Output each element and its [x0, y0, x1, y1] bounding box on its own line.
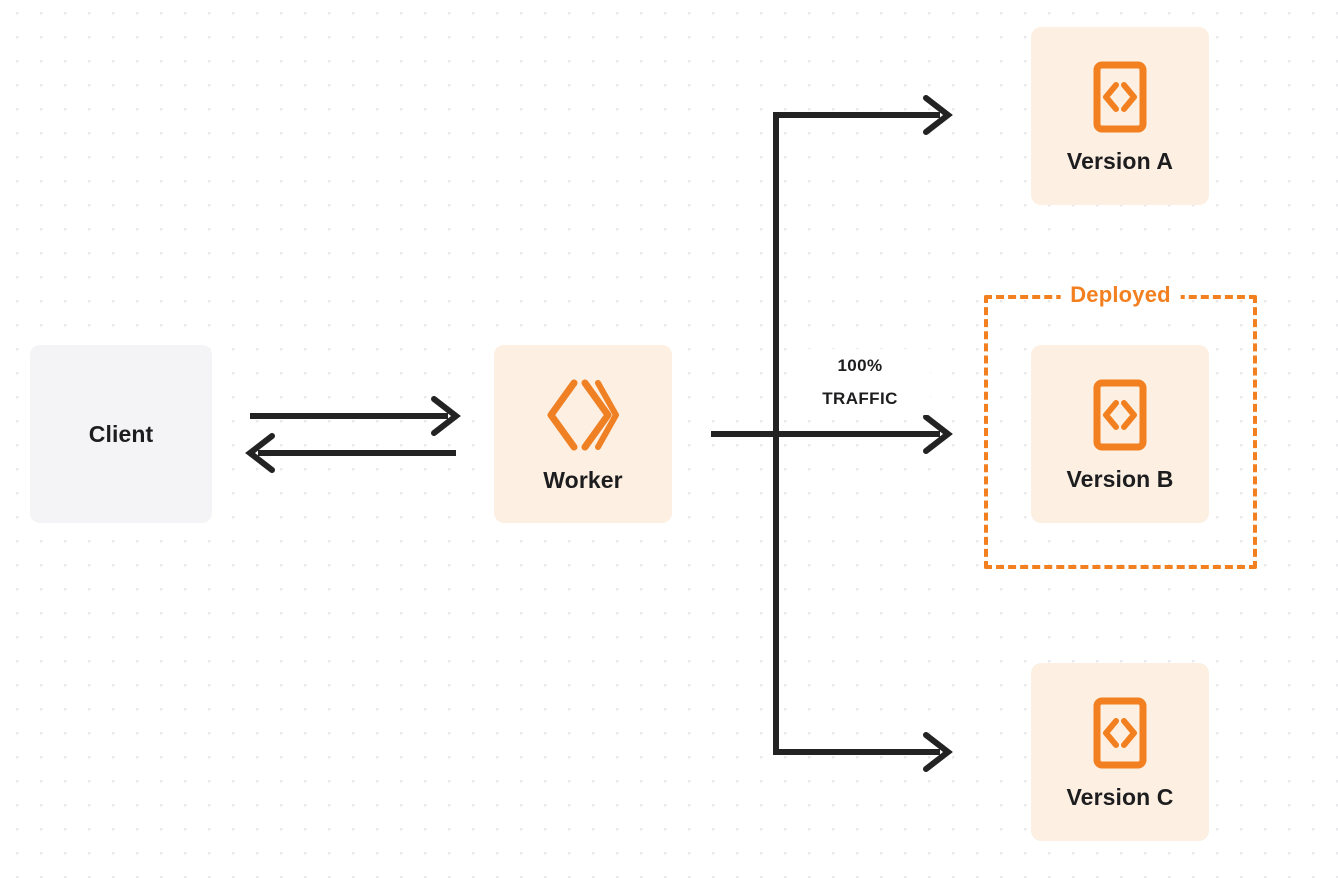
node-worker[interactable]: Worker [494, 345, 672, 523]
arrowhead-version-b [923, 414, 953, 454]
code-file-icon [1092, 378, 1148, 452]
arrowhead-version-a [923, 95, 953, 135]
code-file-icon [1092, 696, 1148, 770]
node-client[interactable]: Client [30, 345, 212, 523]
code-file-icon [1092, 60, 1148, 134]
node-version-b[interactable]: Version B [1031, 345, 1209, 523]
edge-client-to-worker [250, 396, 461, 436]
deployed-group: Deployed [984, 284, 1257, 569]
node-version-c[interactable]: Version C [1031, 663, 1209, 841]
node-version-a[interactable]: Version A [1031, 27, 1209, 205]
deployed-group-label: Deployed [1060, 284, 1181, 306]
cloudflare-workers-logo-icon [544, 377, 622, 453]
node-version-b-label: Version B [1066, 465, 1174, 492]
node-version-c-label: Version C [1066, 783, 1174, 810]
node-version-a-label: Version A [1066, 147, 1174, 174]
traffic-unit: TRAFFIC [822, 389, 898, 409]
traffic-percent: 100% [837, 356, 883, 375]
arrowhead-version-c [923, 732, 953, 772]
node-worker-label: Worker [543, 466, 623, 493]
node-client-label: Client [88, 420, 154, 447]
edge-worker-to-client [245, 433, 456, 473]
traffic-label: 100% TRAFFIC [790, 349, 930, 416]
